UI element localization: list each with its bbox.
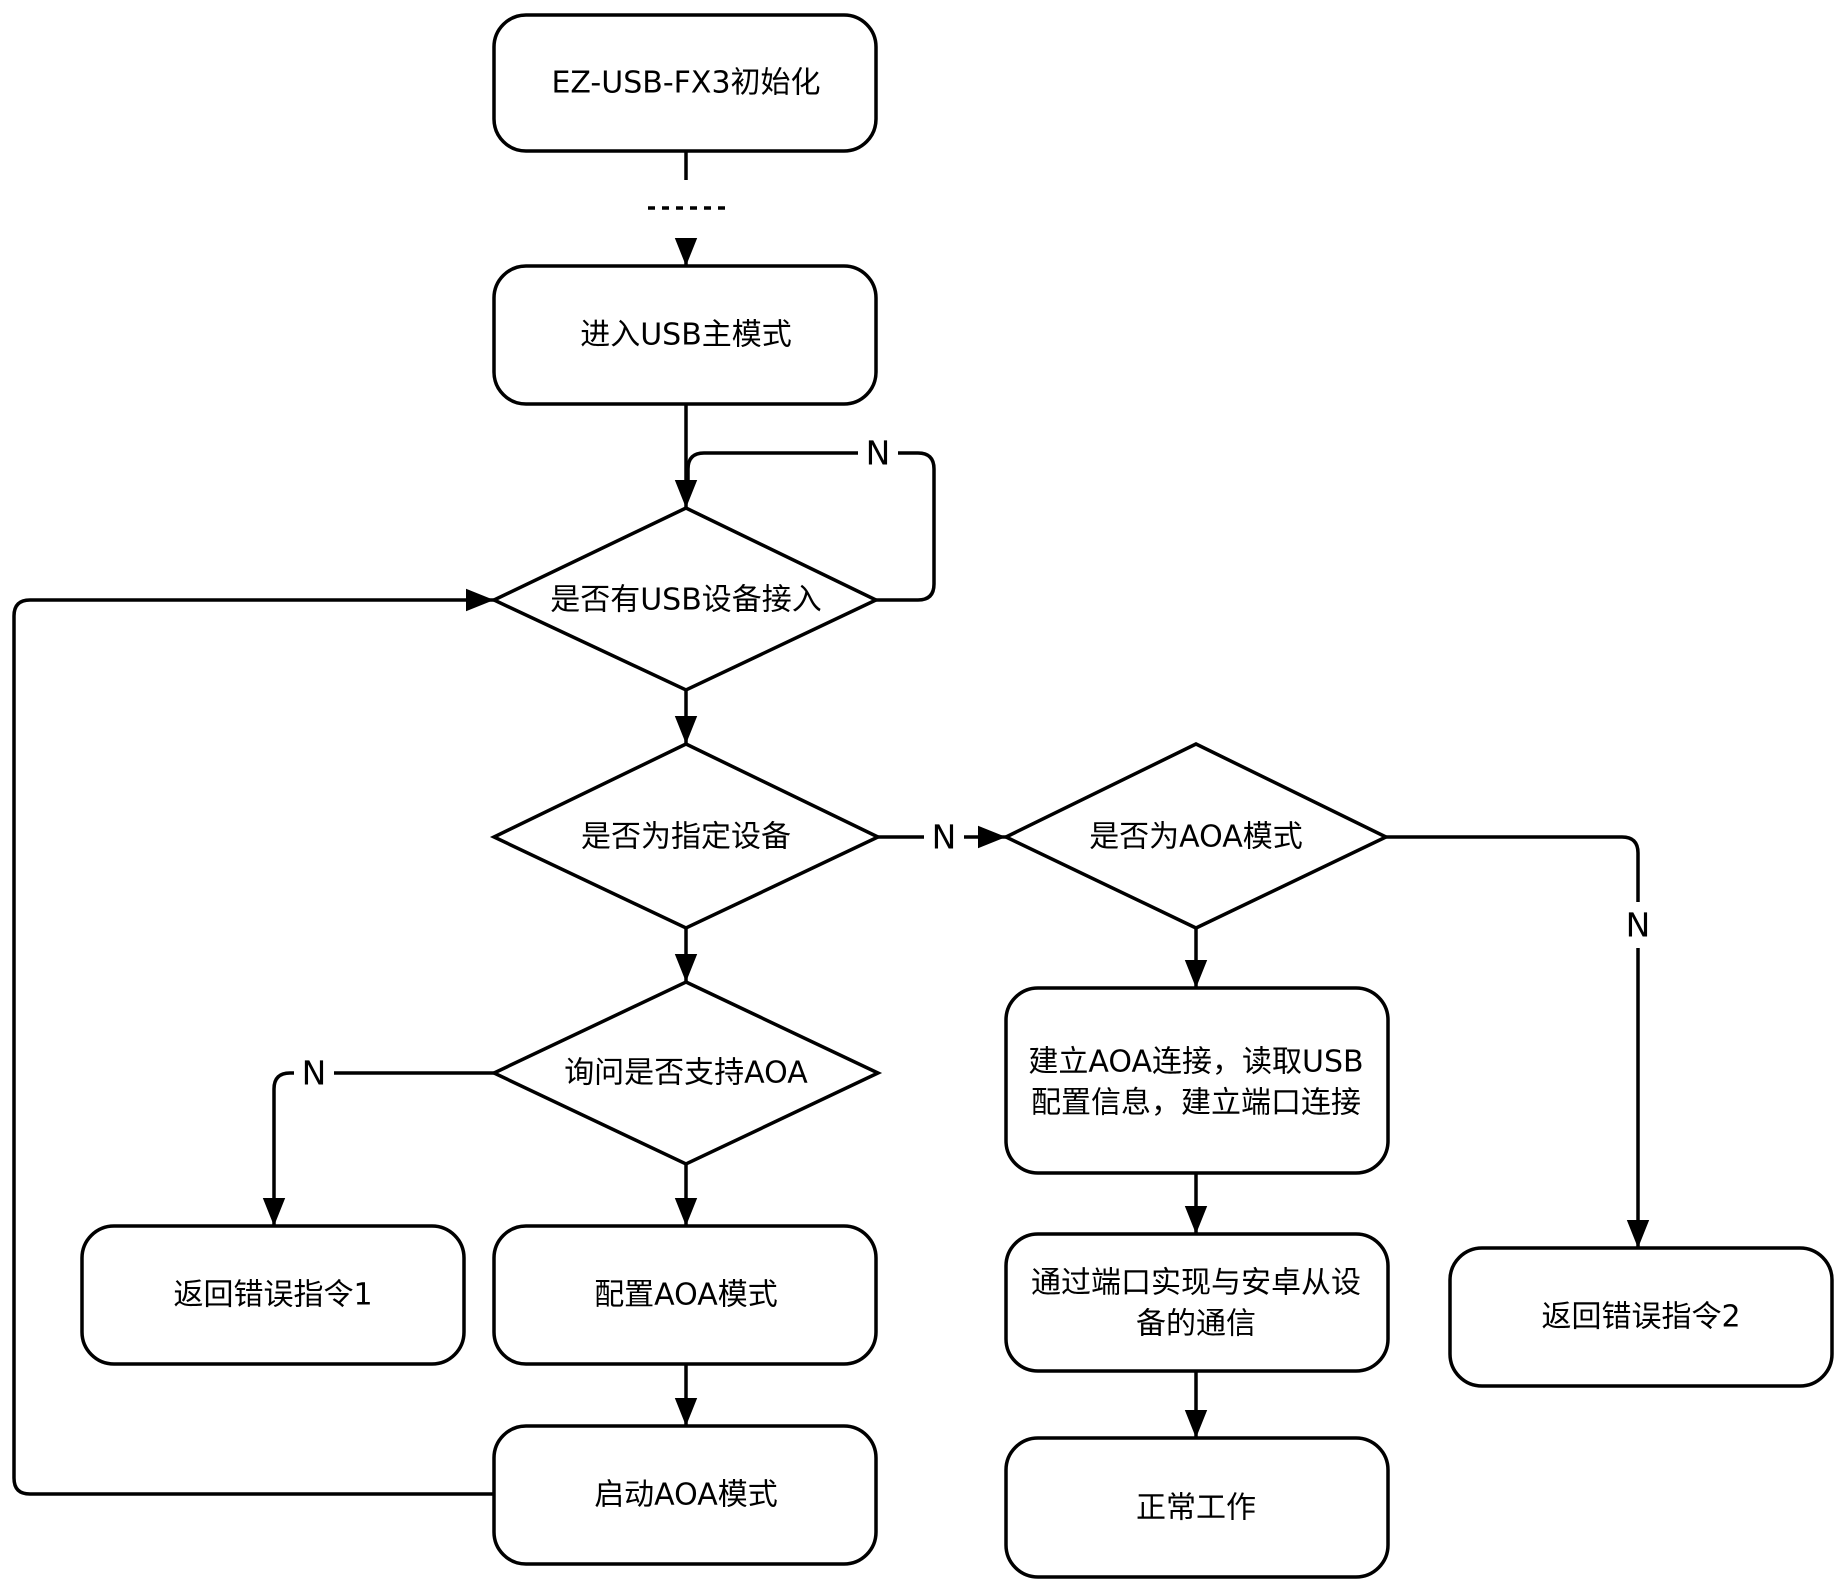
edge-label-no-device: N bbox=[866, 434, 891, 473]
edge-start-aoa-back-to-device-check bbox=[12, 588, 494, 1496]
edge-ask-aoa-no-to-error-1 bbox=[262, 1071, 494, 1226]
node-init: EZ-USB-FX3初始化 bbox=[492, 13, 878, 153]
edge-label-not-aoa-mode: N bbox=[1626, 906, 1651, 945]
node-return-error-2-label: 返回错误指令2 bbox=[1541, 1300, 1740, 1335]
node-return-error-1-label: 返回错误指令1 bbox=[173, 1278, 372, 1313]
node-establish-aoa-label-line-2: 配置信息，建立端口连接 bbox=[1031, 1086, 1361, 1121]
decision-device-connected-label: 是否有USB设备接入 bbox=[550, 583, 822, 618]
node-start-aoa: 启动AOA模式 bbox=[492, 1424, 878, 1566]
node-communicate-label-line-1: 通过端口实现与安卓从设 bbox=[1031, 1266, 1361, 1301]
node-init-label: EZ-USB-FX3初始化 bbox=[551, 66, 820, 101]
edge-aoa-mode-no-to-error-2 bbox=[1386, 835, 1650, 1248]
node-host-mode-label: 进入USB主模式 bbox=[580, 318, 792, 353]
decision-specified-device: 是否为指定设备 bbox=[489, 742, 883, 930]
node-normal-work-label: 正常工作 bbox=[1136, 1491, 1256, 1526]
decision-specified-device-label: 是否为指定设备 bbox=[581, 820, 791, 855]
node-host-mode: 进入USB主模式 bbox=[492, 264, 878, 406]
edge-label-not-specified: N bbox=[932, 818, 957, 857]
node-configure-aoa: 配置AOA模式 bbox=[492, 1224, 878, 1366]
node-start-aoa-label: 启动AOA模式 bbox=[594, 1478, 778, 1513]
node-configure-aoa-label: 配置AOA模式 bbox=[594, 1278, 778, 1313]
node-normal-work: 正常工作 bbox=[1004, 1436, 1390, 1579]
node-communicate: 通过端口实现与安卓从设 备的通信 bbox=[1004, 1232, 1390, 1373]
node-return-error-1: 返回错误指令1 bbox=[80, 1224, 466, 1366]
decision-device-connected: 是否有USB设备接入 bbox=[489, 506, 881, 692]
node-communicate-label-line-2: 备的通信 bbox=[1136, 1307, 1256, 1342]
edge-no-device-loop bbox=[686, 451, 936, 602]
edge-label-no-aoa-support: N bbox=[302, 1054, 327, 1093]
decision-ask-aoa-support: 询问是否支持AOA bbox=[489, 980, 883, 1166]
edge-labels: N N N N bbox=[294, 432, 1658, 1094]
decision-aoa-mode: 是否为AOA模式 bbox=[1001, 742, 1391, 930]
node-establish-aoa-label-line-1: 建立AOA连接，读取USB bbox=[1028, 1045, 1363, 1080]
decision-ask-aoa-support-label: 询问是否支持AOA bbox=[564, 1056, 808, 1091]
node-return-error-2: 返回错误指令2 bbox=[1448, 1246, 1834, 1388]
nodes: EZ-USB-FX3初始化 进入USB主模式 是否有USB设备接入 是否为指定设… bbox=[80, 13, 1834, 1579]
decision-aoa-mode-label: 是否为AOA模式 bbox=[1089, 820, 1303, 855]
edges bbox=[12, 151, 1650, 1496]
node-establish-aoa: 建立AOA连接，读取USB 配置信息，建立端口连接 bbox=[1004, 986, 1390, 1175]
